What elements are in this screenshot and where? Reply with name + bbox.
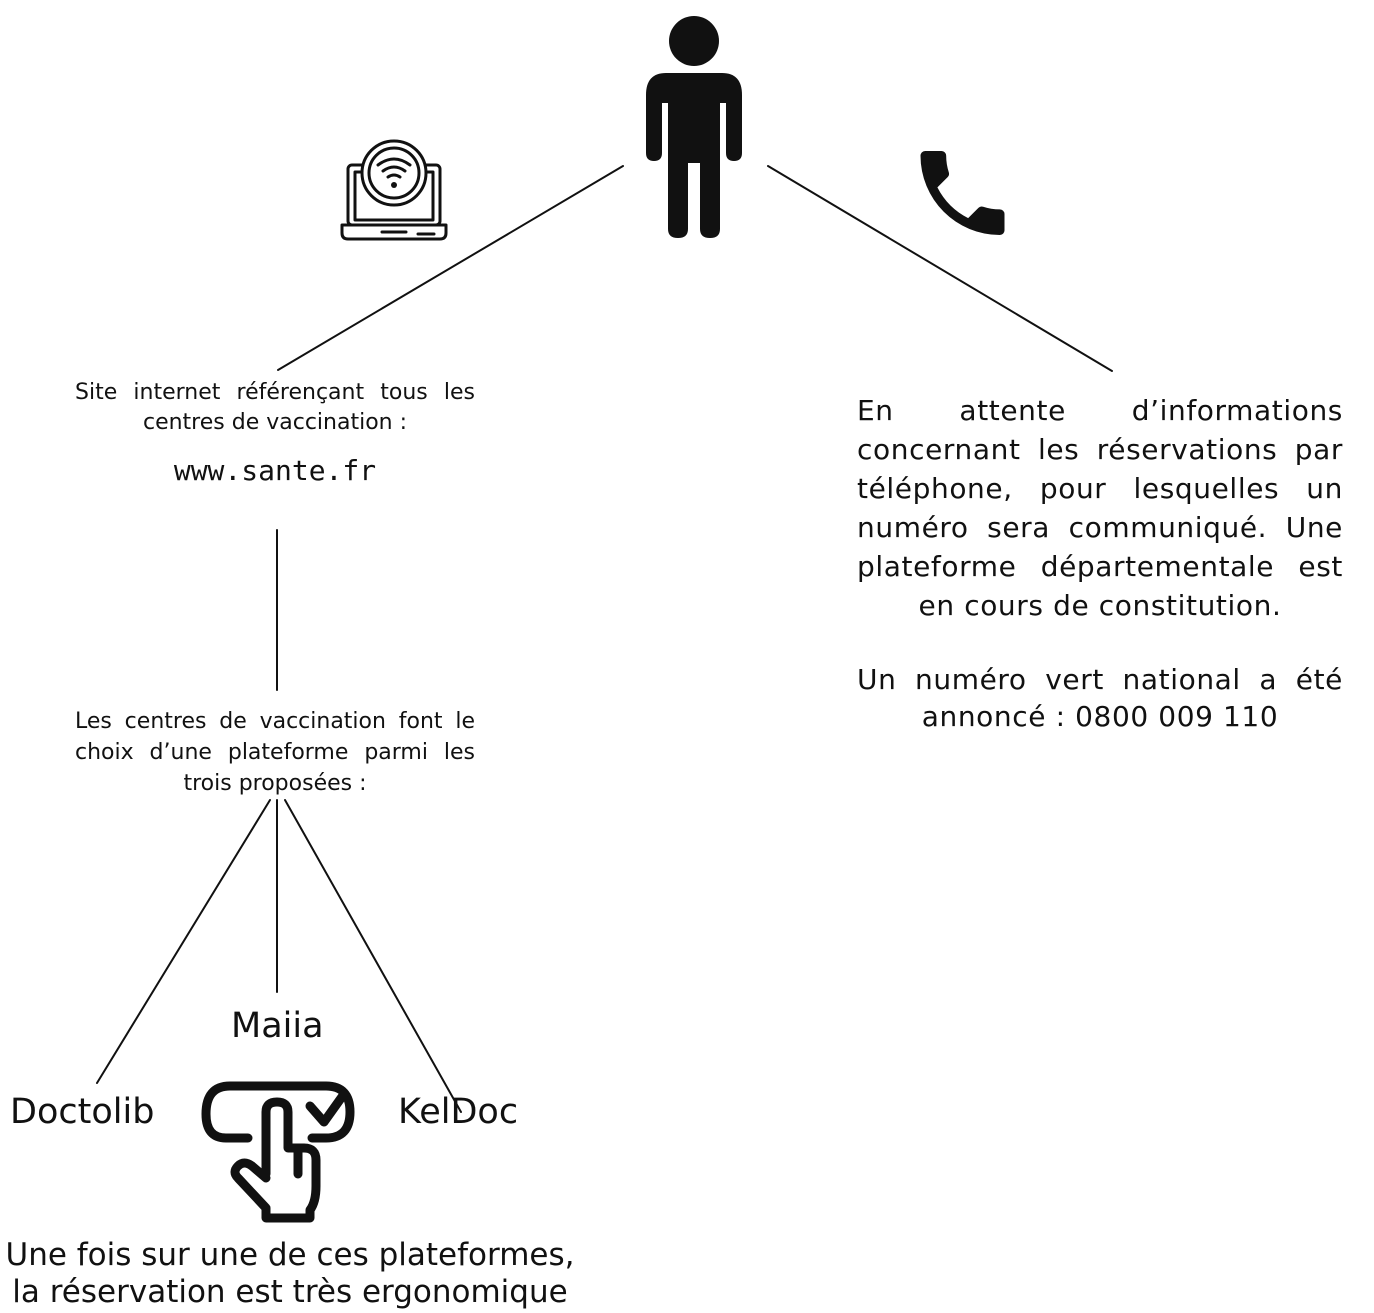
centres-to-keldoc-line xyxy=(284,799,462,1113)
person-icon xyxy=(646,16,742,238)
phone-booking-description: En attente d’informations concernant les… xyxy=(857,394,1343,622)
platform-keldoc: KelDoc xyxy=(398,1092,519,1132)
centres-description: Les centres de vaccination font le choix… xyxy=(75,709,475,796)
platform-doctolib: Doctolib xyxy=(10,1092,155,1132)
ergonomic-booking-note: Une fois sur une de ces plateformes, la … xyxy=(5,1237,575,1310)
phone-icon xyxy=(920,151,1005,235)
person-to-web-line xyxy=(277,165,624,371)
centres-to-doctolib-line xyxy=(96,799,271,1084)
platform-maiia: Maiia xyxy=(231,1006,324,1046)
touch-check-icon xyxy=(201,1081,355,1223)
website-description: Site internet référençant tous les centr… xyxy=(75,380,475,435)
person-to-phone-line xyxy=(767,165,1113,372)
laptop-wifi-icon xyxy=(340,139,448,241)
numero-vert-text: Un numéro vert national a été annoncé : … xyxy=(857,663,1343,733)
website-url[interactable]: www.sante.fr xyxy=(173,454,377,487)
